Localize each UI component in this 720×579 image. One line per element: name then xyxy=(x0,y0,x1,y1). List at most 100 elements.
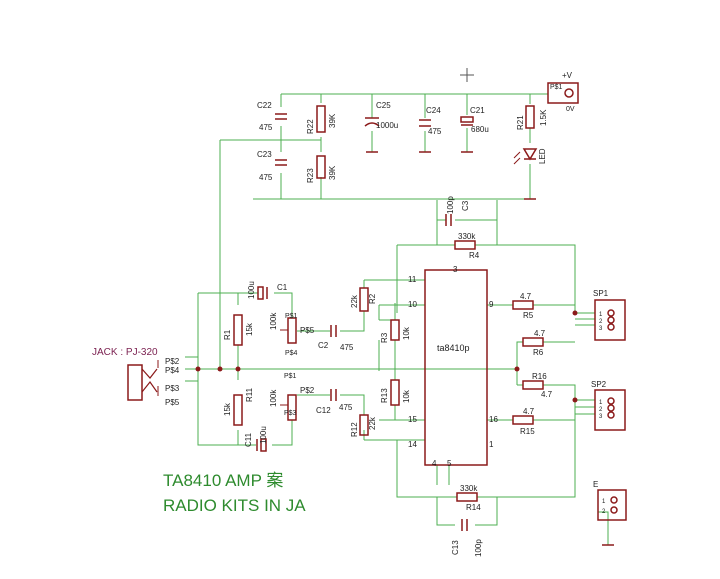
sp2-pin-1: 1 xyxy=(599,400,603,406)
c2-value: 475 xyxy=(340,343,354,352)
e-pin-2: 2 xyxy=(602,509,606,515)
c22-capacitor: C22 475 xyxy=(257,101,287,132)
r15-resistor: 4.7 R15 xyxy=(512,407,535,436)
vr1-name: P$5 xyxy=(300,326,315,335)
c22-name: C22 xyxy=(257,101,272,110)
c21-name: C21 xyxy=(470,106,485,115)
power-plus: +V xyxy=(562,71,573,80)
sp1-pin-3: 3 xyxy=(599,326,603,332)
r13-resistor: R13 10k xyxy=(380,379,411,406)
sp2-connector: SP2 1 2 3 xyxy=(591,380,626,431)
vr1-pin-a: P$1 xyxy=(285,313,298,320)
pin-10: 10 xyxy=(408,300,417,309)
r22-name: R22 xyxy=(306,119,315,134)
pin-14: 14 xyxy=(408,440,417,449)
c24-value: 475 xyxy=(428,127,442,136)
vr1-pin-b: P$4 xyxy=(285,350,298,357)
r11-resistor: 15k R11 xyxy=(223,387,254,426)
title-line-2: RADIO KITS IN JA xyxy=(163,496,306,515)
r5-resistor: 4.7 R5 xyxy=(512,292,534,320)
vr2-potentiometer: 100k P$2 P$1 P$3 xyxy=(269,373,315,421)
r3-resistor: R3 10k xyxy=(380,319,411,343)
c23-name: C23 xyxy=(257,150,272,159)
r13-name: R13 xyxy=(380,388,389,403)
r23-value: 39K xyxy=(328,165,337,180)
vr2-pin-b: P$3 xyxy=(284,410,297,417)
c3-capacitor: 100p C3 xyxy=(445,196,470,226)
c3-name: C3 xyxy=(461,200,470,211)
e-pin-1: 1 xyxy=(602,499,606,505)
r22-value: 39K xyxy=(328,113,337,128)
vr2-name: P$2 xyxy=(300,386,315,395)
c25-value: 1000u xyxy=(376,121,398,130)
c25-capacitor: C25 1000u xyxy=(364,101,398,153)
c3-value: 100p xyxy=(446,196,455,214)
jack-pin-b: P$4 xyxy=(165,366,180,375)
audio-jack: JACK : PJ-320 P$2 P$4 P$3 P$5 xyxy=(92,347,180,407)
c13-value: 100p xyxy=(474,539,483,557)
power-zero: 0V xyxy=(566,106,575,113)
sp2-name: SP2 xyxy=(591,380,607,389)
vr2-pin-a: P$1 xyxy=(284,373,297,380)
pin-16: 16 xyxy=(489,415,498,424)
pin-4: 4 xyxy=(432,459,437,468)
r13-value: 10k xyxy=(402,389,411,403)
c24-capacitor: C24 475 xyxy=(419,106,442,153)
r15-name: R15 xyxy=(520,427,535,436)
r23-name: R23 xyxy=(306,168,315,183)
r4-resistor: 330k R4 xyxy=(454,232,480,260)
sp1-pin-2: 2 xyxy=(599,319,603,325)
r2-resistor: 22k R2 xyxy=(350,287,377,312)
c21-capacitor: C21 680u xyxy=(460,68,489,153)
chip-label: ta8410p xyxy=(437,343,470,353)
jack-label: JACK : PJ-320 xyxy=(92,347,158,358)
r2-name: R2 xyxy=(368,293,377,304)
pin-15: 15 xyxy=(408,415,417,424)
c1-name: C1 xyxy=(277,283,288,292)
sp1-connector: SP1 1 2 3 xyxy=(593,289,626,341)
wires xyxy=(185,93,609,545)
r2-value: 22k xyxy=(350,294,359,308)
e-connector: E 1 2 xyxy=(593,480,627,546)
r16-name: R16 xyxy=(532,372,547,381)
vr1-value: 100k xyxy=(269,312,278,330)
c1-value: 100u xyxy=(247,281,256,299)
pin-3: 3 xyxy=(453,265,458,274)
pin-11: 11 xyxy=(408,275,417,284)
r6-name: R6 xyxy=(533,348,544,357)
r14-resistor: 330k R14 xyxy=(456,484,481,512)
r3-value: 10k xyxy=(402,326,411,340)
r4-value: 330k xyxy=(458,232,476,241)
pin-1: 1 xyxy=(489,440,494,449)
r1-name: R1 xyxy=(223,329,232,340)
sp2-pin-2: 2 xyxy=(599,407,603,413)
r6-value: 4.7 xyxy=(534,329,546,338)
sp2-pin-3: 3 xyxy=(599,414,603,420)
r23-resistor: R23 39K xyxy=(306,155,337,183)
c2-capacitor: C2 475 xyxy=(318,325,354,352)
c13-capacitor: C13 100p xyxy=(451,519,483,557)
e-name: E xyxy=(593,480,598,489)
r16-resistor: R16 4.7 xyxy=(522,372,553,399)
pin-9: 9 xyxy=(489,300,494,309)
c25-name: C25 xyxy=(376,101,391,110)
c12-name: C12 xyxy=(316,406,331,415)
c11-value: 100u xyxy=(259,426,268,444)
jack-pin-a: P$2 xyxy=(165,357,180,366)
sp1-pin-1: 1 xyxy=(599,312,603,318)
r12-resistor: R12 22k xyxy=(350,414,377,437)
r5-name: R5 xyxy=(523,311,534,320)
r12-value: 22k xyxy=(368,416,377,430)
led-name: LED xyxy=(538,148,547,164)
r1-resistor: R1 15k xyxy=(223,314,254,346)
c23-value: 475 xyxy=(259,173,273,182)
junctions xyxy=(195,310,578,403)
r4-name: R4 xyxy=(469,251,480,260)
r3-name: R3 xyxy=(380,332,389,343)
r11-value: 15k xyxy=(223,402,232,416)
c1-capacitor: 100u C1 xyxy=(247,281,288,300)
sp1-name: SP1 xyxy=(593,289,609,298)
ta8410p-chip: ta8410p 11 10 15 14 9 16 1 3 4 5 xyxy=(408,265,498,468)
r14-value: 330k xyxy=(460,484,478,493)
vr1-potentiometer: 100k P$5 P$1 P$4 xyxy=(269,312,315,357)
